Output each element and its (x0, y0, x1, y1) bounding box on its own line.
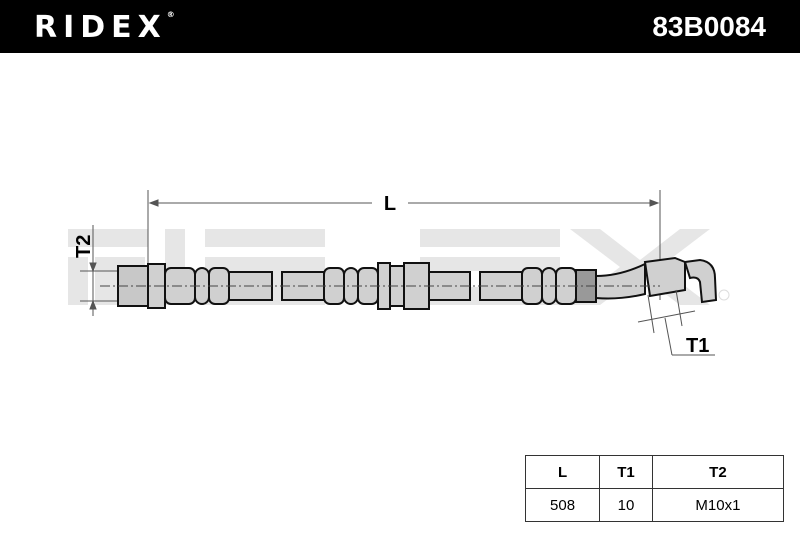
t1-label: T1 (686, 335, 709, 357)
value-t1: 10 (599, 488, 653, 522)
length-dimension (147, 190, 661, 300)
value-t2: M10x1 (651, 488, 785, 522)
t2-label: T2 (73, 235, 95, 258)
value-l: 508 (524, 488, 601, 522)
header-t2: T2 (651, 455, 785, 489)
spec-table: L T1 T2 508 10 M10x1 (524, 455, 785, 522)
brand-name: RIDEX (34, 10, 167, 45)
table-row: 508 10 M10x1 (524, 488, 785, 522)
t1-dimension (637, 289, 715, 356)
header-t1: T1 (599, 455, 653, 489)
brand-logo: RIDEX® (34, 10, 175, 45)
part-number: 83B0084 (652, 11, 766, 42)
header-bar: RIDEX® 83B0084 (0, 0, 800, 53)
length-label: L (384, 193, 396, 215)
header-l: L (524, 455, 601, 489)
registered-mark: ® (166, 10, 175, 19)
table-header-row: L T1 T2 (524, 455, 785, 489)
